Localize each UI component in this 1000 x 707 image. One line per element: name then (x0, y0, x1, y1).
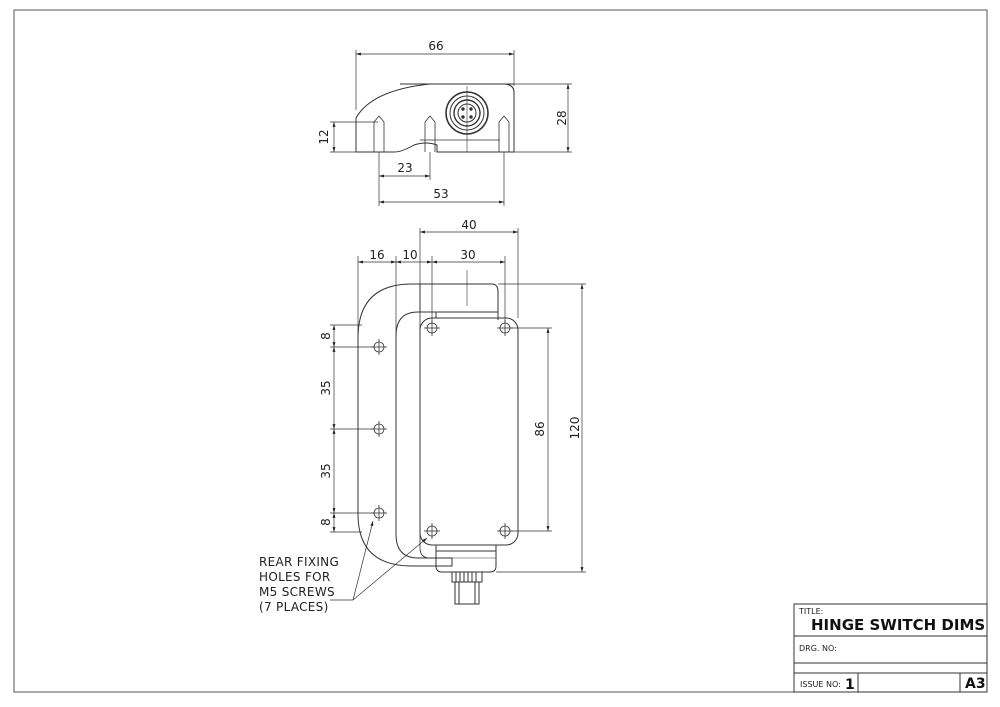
top-view-fixing-holes (373, 115, 510, 152)
dim-53: 53 (433, 187, 448, 201)
note-line-3: M5 SCREWS (259, 585, 335, 599)
dim-28: 28 (555, 110, 569, 125)
issue-number-label: ISSUE NO: (800, 680, 841, 689)
sheet-size: A3 (965, 676, 986, 692)
dim-35-upper: 35 (319, 380, 333, 395)
dim-120: 120 (568, 417, 582, 440)
fixing-hole-icon (497, 320, 513, 336)
dim-66: 66 (428, 39, 443, 53)
top-view-body-outline (355, 83, 515, 153)
title-block (793, 603, 988, 693)
dim-16: 16 (369, 248, 384, 262)
sheet-border (13, 9, 988, 693)
switch-body (419, 317, 519, 546)
top-view (355, 83, 515, 153)
drawing-title: HINGE SWITCH DIMS (811, 616, 985, 634)
title-label: TITLE: (798, 607, 823, 616)
drawing-number-label: DRG. NO: (799, 644, 837, 653)
dim-23: 23 (397, 161, 412, 175)
note-line-1: REAR FIXING (259, 555, 339, 569)
issue-number: 1 (845, 677, 855, 693)
fixing-hole-icon (424, 320, 440, 336)
fixing-holes (371, 320, 513, 539)
hinge-leaf-outline (357, 283, 453, 567)
fixing-hole-icon (424, 523, 440, 539)
dim-12: 12 (317, 129, 331, 144)
note-line-2: HOLES FOR (259, 570, 331, 584)
note-line-4: (7 PLACES) (259, 600, 329, 614)
dim-30: 30 (460, 248, 475, 262)
fixing-note: REAR FIXING HOLES FOR M5 SCREWS (7 PLACE… (259, 555, 339, 614)
front-view (357, 270, 519, 605)
dim-8-top: 8 (319, 332, 333, 340)
dim-10: 10 (402, 248, 417, 262)
dim-86: 86 (533, 421, 547, 436)
dim-35-lower: 35 (319, 463, 333, 478)
connector-stub (451, 571, 483, 605)
front-view-dimensions (330, 228, 586, 601)
dim-8-bottom: 8 (319, 518, 333, 526)
fixing-hole-icon (497, 523, 513, 539)
top-view-dimensions (330, 50, 572, 206)
dim-40: 40 (461, 218, 476, 232)
